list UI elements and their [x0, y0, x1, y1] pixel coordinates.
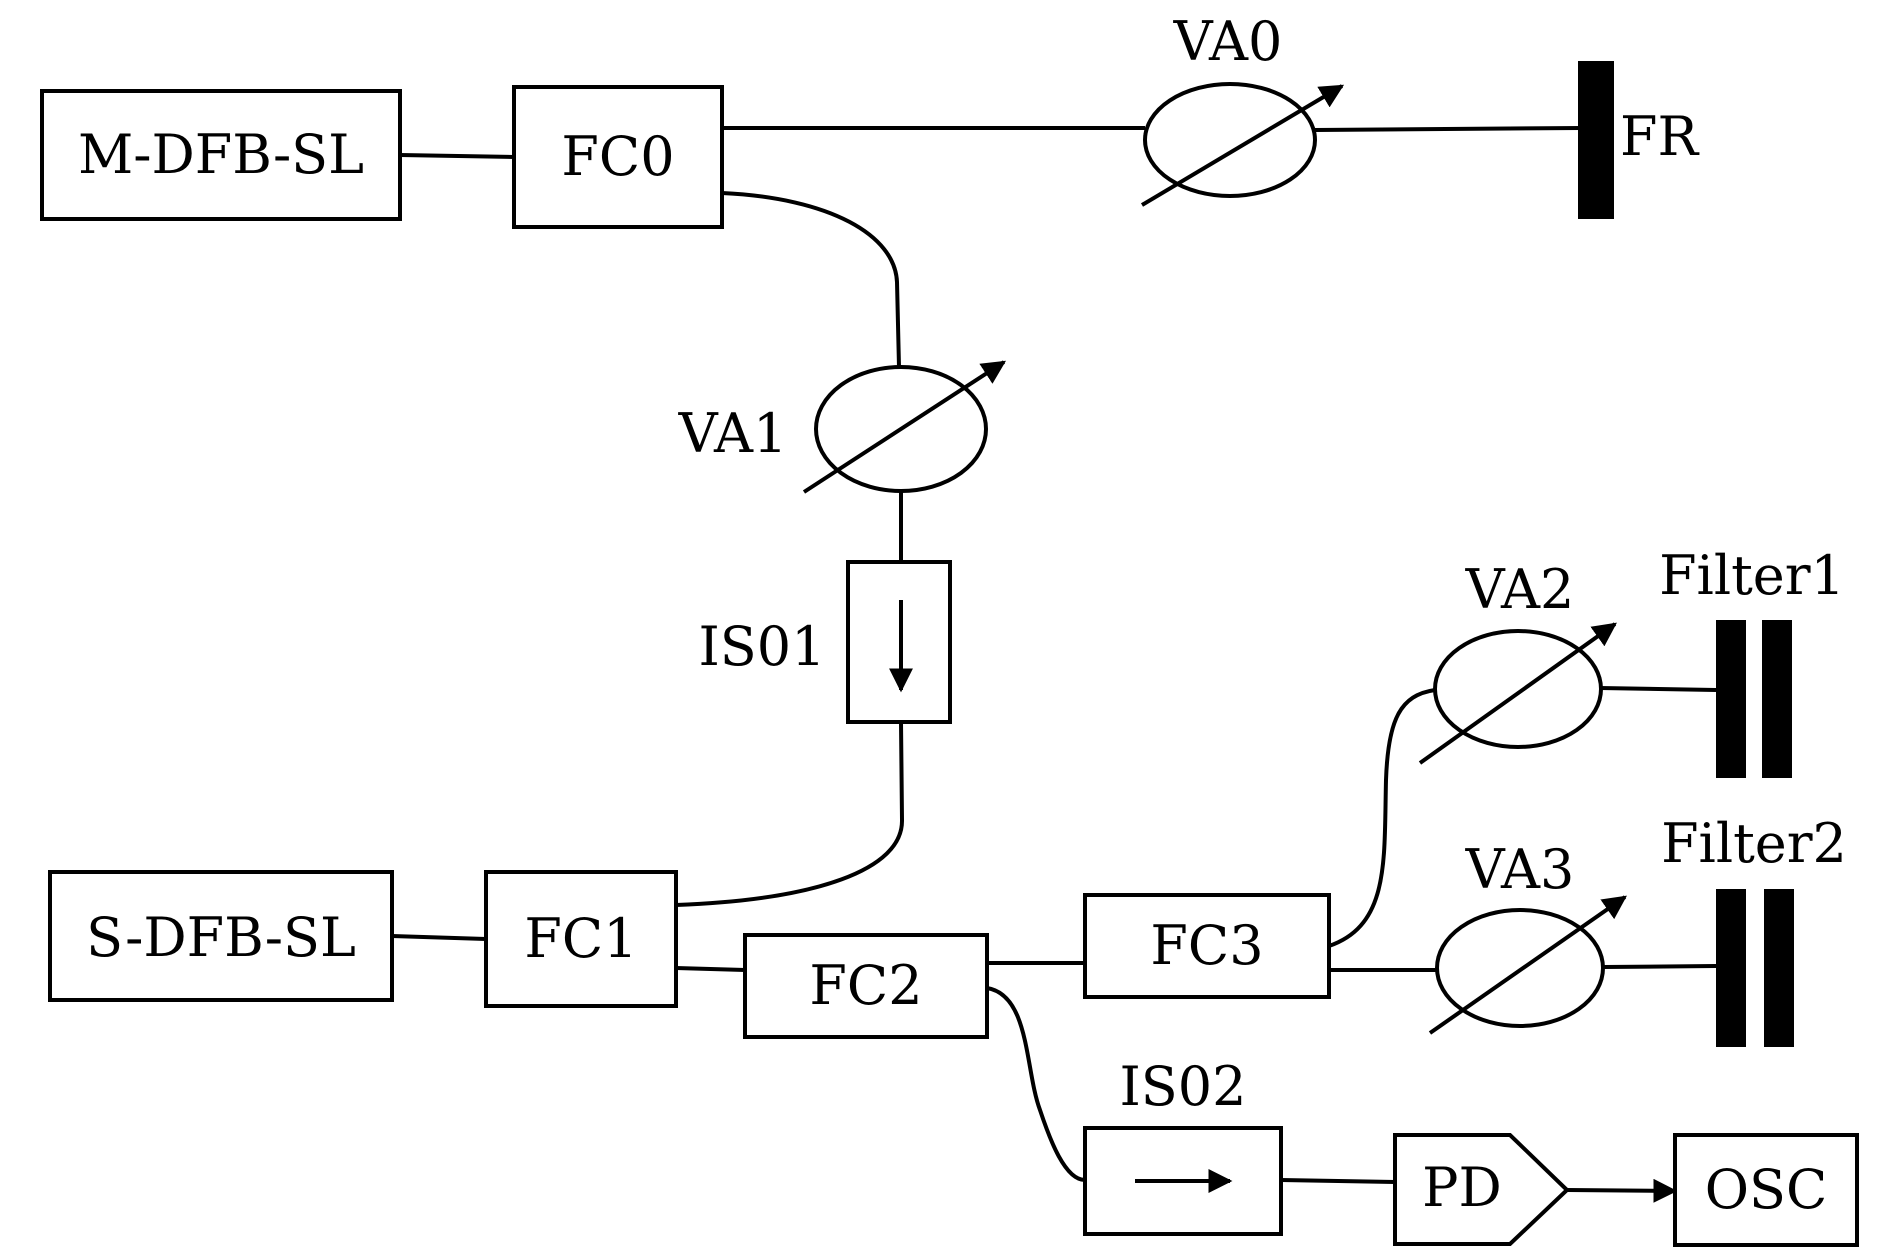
link-va0-fr [1314, 126, 1583, 132]
fc0-label: FC0 [561, 125, 674, 188]
link-fc0-va1 [721, 191, 901, 368]
link-va2-filter1 [1599, 686, 1717, 692]
is02-isolator: IS02 [1083, 1055, 1283, 1236]
link-va3-filter2 [1603, 964, 1717, 969]
va1-label: VA1 [678, 402, 788, 465]
link-mdfb-fc0 [399, 153, 515, 159]
fc1-label: FC1 [524, 907, 637, 970]
fc0-box: FC0 [512, 85, 724, 229]
link-is02-pd [1280, 1178, 1396, 1184]
link-sdfb-fc1 [391, 934, 487, 941]
link-fc3-va2 [1328, 688, 1436, 948]
link-fc2-is02 [986, 986, 1086, 1182]
va2-attenuator: VA2 [1418, 558, 1617, 765]
link-fc1-fc2 [675, 966, 746, 972]
va0-attenuator: VA0 [1140, 10, 1345, 207]
va3-label: VA3 [1465, 838, 1575, 901]
fc3-label: FC3 [1150, 914, 1263, 977]
osc-box: OSC [1673, 1133, 1859, 1247]
link-pd-osc [1566, 1178, 1678, 1203]
adjust-arrow-icon [1140, 84, 1345, 207]
adjust-arrow-icon [802, 360, 1007, 494]
fc2-box: FC2 [743, 933, 989, 1039]
is02-label: IS02 [1119, 1055, 1246, 1118]
connections [391, 126, 1717, 1203]
fc2-label: FC2 [809, 954, 922, 1017]
s-dfb-sl-box: S-DFB-SL [48, 870, 394, 1002]
is01-label: IS01 [698, 615, 825, 678]
filter1: Filter1 [1659, 544, 1845, 778]
filter1-label: Filter1 [1659, 544, 1845, 607]
fc3-box: FC3 [1083, 893, 1331, 999]
fc1-box: FC1 [484, 870, 678, 1008]
adjust-arrow-icon [1418, 622, 1617, 765]
fr-label: FR [1620, 105, 1699, 168]
va2-label: VA2 [1465, 558, 1575, 621]
osc-label: OSC [1705, 1158, 1828, 1221]
s-dfb-sl-label: S-DFB-SL [86, 906, 356, 969]
is01-isolator: IS01 [698, 560, 952, 724]
va0-label: VA0 [1173, 10, 1283, 73]
va3-attenuator: VA3 [1428, 838, 1627, 1035]
fr-reflector: FR [1578, 61, 1699, 219]
m-dfb-sl-label: M-DFB-SL [78, 123, 364, 186]
m-dfb-sl-box: M-DFB-SL [40, 89, 402, 221]
filter2-label: Filter2 [1661, 812, 1847, 875]
adjust-arrow-icon [1428, 895, 1627, 1035]
pd-box: PD [1393, 1133, 1570, 1246]
link-is01-fc1 [675, 721, 905, 907]
va1-attenuator: VA1 [678, 360, 1007, 494]
pd-label: PD [1422, 1156, 1502, 1219]
filter2: Filter2 [1661, 812, 1847, 1047]
